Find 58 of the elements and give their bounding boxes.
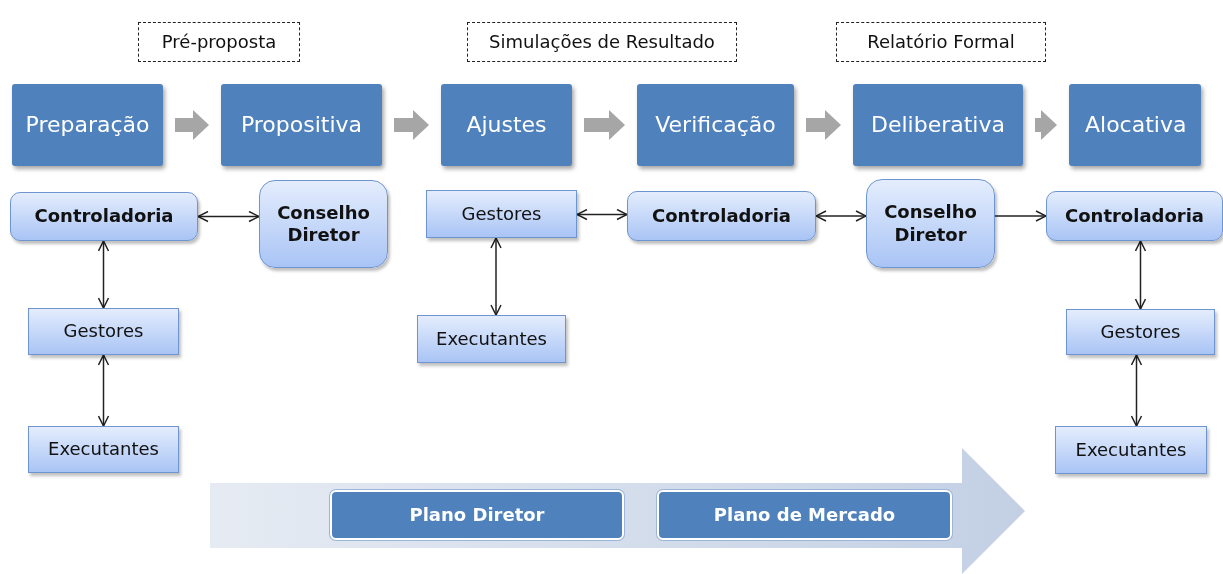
arrow — [815, 210, 867, 222]
box-label: Conselho Diretor — [276, 201, 371, 247]
box-label: Alocativa — [1085, 111, 1185, 139]
box-label: Executantes — [436, 327, 547, 351]
role-box — [28, 426, 179, 473]
box-label: Verificação — [655, 111, 776, 139]
box-label: Preparação — [25, 111, 150, 139]
arrow — [490, 237, 502, 316]
box-label: Controladoria — [1065, 204, 1204, 228]
dashed-label-box — [467, 22, 737, 62]
arrow — [1134, 240, 1147, 310]
box-label: Ajustes — [465, 111, 548, 139]
role-box — [627, 191, 816, 241]
arrow — [97, 354, 110, 427]
box-label: Deliberativa — [871, 111, 1005, 139]
arrow — [197, 210, 260, 223]
chevron-arrow — [175, 110, 209, 140]
chevron-arrow — [806, 110, 841, 140]
plan-box — [330, 490, 624, 540]
role-box — [426, 190, 577, 238]
phase-box — [1069, 84, 1201, 166]
box-label: Conselho Diretor — [883, 201, 978, 246]
box-label: Gestores — [461, 202, 542, 226]
role-box — [28, 308, 179, 355]
chevron-arrow — [584, 110, 625, 140]
role-box — [1055, 426, 1207, 474]
role-box — [10, 192, 198, 241]
arrow — [994, 210, 1047, 222]
arrow — [1130, 354, 1143, 427]
role-box — [259, 180, 388, 268]
role-box — [417, 315, 566, 363]
box-label: Executantes — [48, 438, 159, 461]
box-label: Pré-proposta — [161, 30, 277, 54]
phase-box — [637, 84, 794, 166]
chevron-arrow — [1035, 110, 1057, 140]
box-label: Gestores — [1100, 320, 1181, 344]
role-box — [866, 179, 995, 268]
role-box — [1046, 191, 1223, 241]
box-label: Executantes — [1075, 438, 1187, 462]
arrow — [97, 240, 110, 309]
box-label: Propositiva — [240, 111, 363, 139]
box-label: Plano de Mercado — [713, 503, 896, 527]
phase-box — [221, 84, 382, 166]
phase-box — [853, 84, 1023, 166]
chevron-arrow — [394, 110, 429, 140]
box-label: Controladoria — [34, 205, 174, 228]
role-box — [1066, 309, 1215, 355]
arrow — [576, 208, 628, 221]
phase-box — [12, 84, 163, 166]
plan-box — [657, 490, 952, 540]
box-label: Relatório Formal — [867, 30, 1015, 54]
dashed-label-box — [138, 22, 300, 62]
box-label: Plano Diretor — [409, 503, 545, 527]
box-label: Gestores — [63, 320, 144, 343]
box-label: Controladoria — [652, 204, 791, 228]
dashed-label-box — [836, 22, 1046, 62]
box-label: Simulações de Resultado — [489, 30, 715, 54]
phase-box — [441, 84, 572, 166]
